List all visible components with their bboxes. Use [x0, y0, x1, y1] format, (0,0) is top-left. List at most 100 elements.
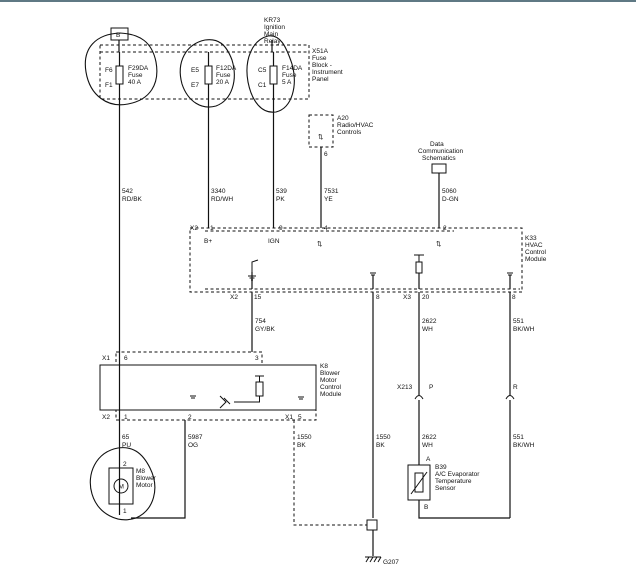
kr73-label-3: Relay: [264, 38, 281, 45]
wire-65-num: 65: [122, 434, 130, 441]
x51a-label-2: Block -: [312, 62, 332, 69]
wire-5060-color: D-GN: [442, 196, 459, 203]
wire-7531-color: YE: [324, 196, 333, 203]
x213-pin-p-symbol: [414, 395, 424, 400]
wire-3340-color: RD/WH: [211, 196, 233, 203]
k33-x2-bottom: X2: [230, 294, 238, 301]
fuse3-rating: 5 A: [282, 79, 292, 86]
k8-transistor: [219, 395, 231, 409]
b39-pin-b: B: [424, 504, 428, 511]
wire-2622-num: 2622: [422, 318, 437, 325]
k33-pin-4: 4: [324, 225, 328, 232]
fuse2-name: F12DA: [216, 65, 237, 72]
k33-hvac-control-module: K33 HVAC Control Module X2 1 9 4 2 B+ IG…: [189, 225, 547, 301]
k8-pin-3: 3: [255, 355, 259, 362]
wire-2622b-color: WH: [422, 442, 433, 449]
k33-comm-arrows-2: ⇅: [436, 241, 442, 248]
k33-pin-8a: 8: [376, 294, 380, 301]
wire-2622-color: WH: [422, 326, 433, 333]
k33-x2-top: X2: [190, 225, 198, 232]
fuse1-type: Fuse: [128, 72, 143, 79]
m8-motor-symbol: [113, 478, 129, 494]
a20-outline: [308, 114, 334, 148]
wire-65-color: PU: [122, 442, 131, 449]
fuse2-pin-bottom: E7: [191, 82, 199, 89]
fuse-block-x51a: B F6 F1 E5 E7 C5 C1 F29DA Fuse 40 A F12D…: [99, 27, 343, 100]
annotation-circle-2: [179, 39, 235, 108]
k8-x1-top: X1: [102, 355, 110, 362]
data-comm-label-0: Data: [430, 141, 444, 148]
relay-b-pin: B: [116, 32, 120, 39]
x213-pin-p: P: [429, 384, 433, 391]
kr73-label-2: Main: [264, 31, 278, 38]
k8-label-3: Control: [320, 384, 342, 391]
k8-pin-6: 6: [124, 355, 128, 362]
fuse3-pin-top: C5: [258, 67, 267, 74]
wire-1550-dashed: [293, 420, 367, 526]
data-comm-label-2: Schematics: [422, 155, 456, 162]
fuse3-pin-bottom: C1: [258, 82, 267, 89]
wire-2622b-num: 2622: [422, 434, 437, 441]
k33-x3: X3: [403, 294, 411, 301]
b39-pin-a: A: [426, 456, 431, 463]
k8-pin-1: 1: [124, 414, 128, 421]
ground-label: G207: [383, 559, 399, 566]
wire-5987-num: 5987: [188, 434, 203, 441]
k8-x1-bottom: X1: [285, 414, 293, 421]
k33-pin-8b: 8: [512, 294, 516, 301]
wire-7531-num: 7531: [324, 188, 339, 195]
wire-754-color: GY/BK: [255, 326, 276, 333]
kr73-relay-label: KR73 Ignition Main Relay: [264, 17, 285, 45]
a20-label-0: A20: [337, 115, 349, 122]
k33-pin-9: 9: [279, 225, 283, 232]
wire-551b-color: BK/WH: [513, 442, 535, 449]
fuse-block-outline: [99, 44, 310, 100]
fuse3-name: F14DA: [282, 65, 303, 72]
k33-label-3: Module: [525, 256, 547, 263]
fuse-f14da-symbol: [269, 65, 278, 85]
a20-radio-hvac-controls: ⇅ A20 Radio/HVAC Controls 6: [308, 114, 374, 228]
wire-551-num: 551: [513, 318, 524, 325]
fuse1-name: F29DA: [128, 65, 149, 72]
annotation-circle-1: [84, 32, 158, 106]
fuse1-rating: 40 A: [128, 79, 142, 86]
fuse3-type: Fuse: [282, 72, 297, 79]
x213-connector: X213 P R: [397, 384, 518, 400]
k33-switch: [251, 259, 259, 272]
m8-label-2: Motor: [136, 482, 153, 489]
m8-pin-1: 1: [123, 508, 127, 515]
kr73-label-1: Ignition: [264, 24, 285, 31]
wire-5987-color: OG: [188, 442, 198, 449]
b39-label-1: A/C Evaporator: [435, 471, 480, 478]
a20-pin: 6: [324, 151, 328, 158]
x213-label: X213: [397, 384, 413, 391]
wire-b39-return: [418, 500, 510, 519]
wire-542-num: 542: [122, 188, 133, 195]
a20-label-2: Controls: [337, 129, 362, 136]
m8-body: [108, 467, 134, 505]
k8-body: [99, 364, 317, 411]
k33-label-0: K33: [525, 235, 537, 242]
x51a-label-3: Instrument: [312, 69, 343, 76]
k8-label-1: Blower: [320, 370, 341, 377]
fuse-f29da-symbol: [115, 65, 124, 85]
a20-label-1: Radio/HVAC: [337, 122, 374, 129]
fuse-f12da-symbol: [204, 65, 213, 85]
fuse1-pin-top: F6: [105, 67, 113, 74]
k8-label-4: Module: [320, 391, 342, 398]
k33-label-2: Control: [525, 249, 547, 256]
fuse1-pin-bottom: F1: [105, 82, 113, 89]
k33-pullup-resistor: [415, 261, 423, 274]
x213-pin-r-symbol: [505, 395, 515, 400]
data-comm-box: [431, 163, 447, 174]
k33-ign: IGN: [268, 238, 280, 245]
x213-pin-r: R: [513, 384, 518, 391]
data-communication-ref: Data Communication Schematics: [418, 141, 464, 228]
wire-5987: [131, 420, 186, 519]
fuse2-rating: 20 A: [216, 79, 230, 86]
b39-label-0: B39: [435, 464, 447, 471]
m8-m-letter: M: [119, 484, 124, 491]
b39-thermistor: [414, 472, 424, 493]
k8-pin-5: 5: [298, 414, 302, 421]
k8-label-2: Motor: [320, 377, 337, 384]
